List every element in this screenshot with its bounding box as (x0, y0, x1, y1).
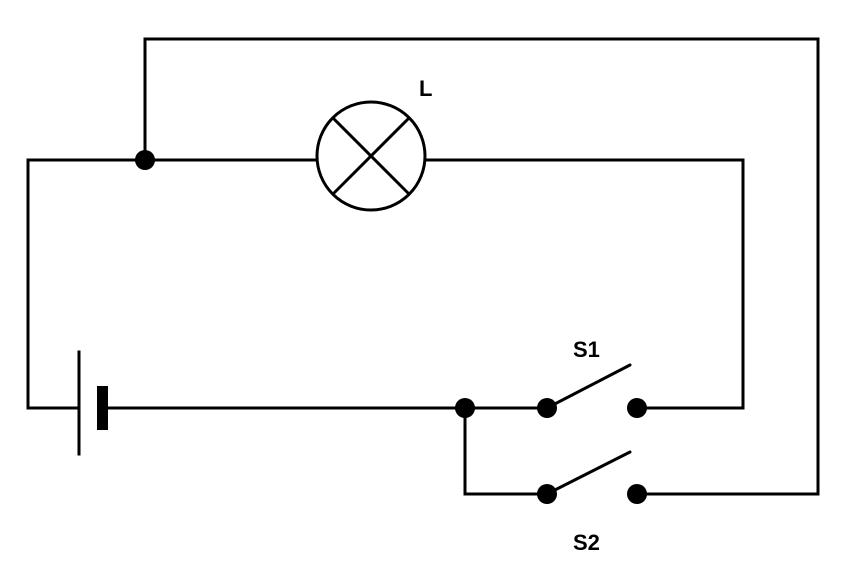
branch-wire (463, 406, 549, 496)
switch-s2-label: S2 (573, 530, 600, 555)
switch-s1 (545, 363, 632, 410)
switch-s2 (545, 450, 632, 496)
switch-s1-label: S1 (573, 337, 600, 362)
left-wire (26, 158, 320, 410)
battery-icon (77, 350, 108, 456)
outer-wire (143, 37, 820, 496)
right-wire (424, 158, 745, 410)
battery-short-plate (97, 386, 108, 430)
switch-s2-blade (545, 450, 632, 496)
switch-s1-output-terminal (627, 398, 647, 418)
junction-dot-branch (455, 398, 475, 418)
junction-dot-lamp (135, 150, 155, 170)
switch-s2-output-terminal (627, 484, 647, 504)
switch-s1-input-terminal (537, 398, 557, 418)
switch-s2-input-terminal (537, 484, 557, 504)
lamp-icon (315, 100, 427, 212)
switch-s1-blade (545, 363, 632, 410)
lamp-cross-b (331, 116, 411, 196)
lamp-label: L (419, 76, 432, 101)
